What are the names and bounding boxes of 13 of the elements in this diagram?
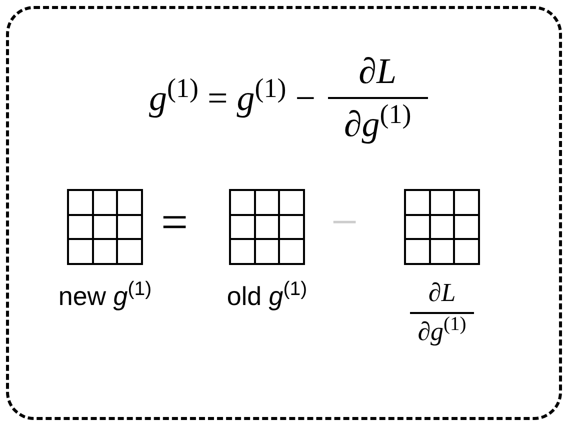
fraction-denominator: ∂g$^{(1)}$ <box>416 316 468 348</box>
matrix-grid <box>229 189 305 265</box>
matrix-grid <box>404 189 480 265</box>
fraction-numerator: ∂L <box>427 277 457 309</box>
dashed-frame <box>6 6 562 420</box>
fraction-numerator: ∂L <box>358 50 396 93</box>
fraction-denominator: ∂g$^{(1)}$ <box>344 102 412 146</box>
equation: g$^{(1)}$ = g$^{(1)}$ − <box>149 72 316 120</box>
grid-caption: new g$^{(1)}$ <box>58 277 152 313</box>
minus-sign: − <box>331 199 358 247</box>
equals-sign: = <box>161 199 188 247</box>
grid-caption: old g$^{(1)}$ <box>226 277 308 313</box>
matrix-grid <box>67 189 143 265</box>
